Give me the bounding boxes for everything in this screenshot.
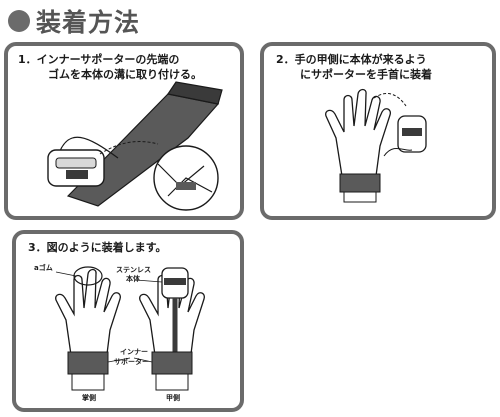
step-2-line-1: 2．手の甲側に本体が来るよう — [276, 53, 427, 66]
device-band — [402, 128, 422, 136]
strap-end — [167, 81, 223, 105]
step-3-line-1: 3．図のように装着します。 — [28, 241, 167, 254]
bullet-icon — [8, 10, 30, 32]
device-groove — [55, 157, 97, 169]
cord — [383, 147, 413, 157]
step-2-line-2: にサポーターを手首に装着 — [300, 68, 432, 81]
leader-rubber — [55, 271, 77, 277]
move-arrow — [373, 93, 407, 107]
step-1-text: 1．インナーサポーターの先端の ゴムを本体の溝に取り付ける。 — [18, 52, 202, 82]
palm-wrist — [71, 373, 105, 391]
step-3-illustration: aゴム ステンレス 本体 インナー サポーター 掌側 甲側 — [34, 263, 205, 402]
palm-supporter — [67, 351, 109, 375]
leader-inner-right — [133, 357, 153, 363]
back-supporter — [151, 351, 193, 375]
step-2-text: 2．手の甲側に本体が来るよう にサポーターを手首に装着 — [276, 52, 432, 82]
device-band — [66, 170, 88, 179]
hand-outline — [325, 88, 391, 177]
label-stainless-2: 本体 — [125, 274, 141, 283]
section-header: 装着方法 — [8, 4, 140, 38]
leader-inner-left — [107, 357, 131, 363]
inner-supporter-strap — [66, 93, 220, 207]
page-title: 装着方法 — [36, 8, 141, 37]
attach-arrow — [99, 141, 159, 155]
step-2-panel: 2．手の甲側に本体が来るよう にサポーターを手首に装着 — [260, 42, 496, 220]
step-2-illustration — [325, 88, 427, 203]
step-1-panel: 1．インナーサポーターの先端の ゴムを本体の溝に取り付ける。 — [4, 42, 244, 220]
step-3-panel: 3．図のように装着します。 aゴム ステンレス 本体 インナー サポーター 掌側… — [12, 230, 244, 412]
label-back: 甲側 — [166, 393, 180, 402]
step-1-illustration — [47, 81, 223, 211]
label-inner-2: サポーター — [114, 357, 149, 366]
leader-stainless — [135, 279, 163, 283]
step-1-line-1: 1．インナーサポーターの先端の — [18, 53, 180, 66]
zoom-strap — [176, 182, 196, 190]
step-3-text: 3．図のように装着します。 — [28, 240, 167, 255]
back-wrist — [155, 373, 189, 391]
step-1-line-2: ゴムを本体の溝に取り付ける。 — [48, 68, 202, 81]
label-rubber: aゴム — [34, 263, 53, 272]
label-inner-1: インナー — [120, 348, 148, 356]
label-palm: 掌側 — [82, 393, 96, 402]
palm-hand — [55, 268, 121, 363]
wrist-supporter — [339, 173, 381, 193]
wrist — [343, 191, 377, 203]
rubber-cord — [57, 136, 119, 159]
label-stainless-1: ステンレス — [116, 266, 151, 274]
stainless-band — [164, 278, 186, 285]
